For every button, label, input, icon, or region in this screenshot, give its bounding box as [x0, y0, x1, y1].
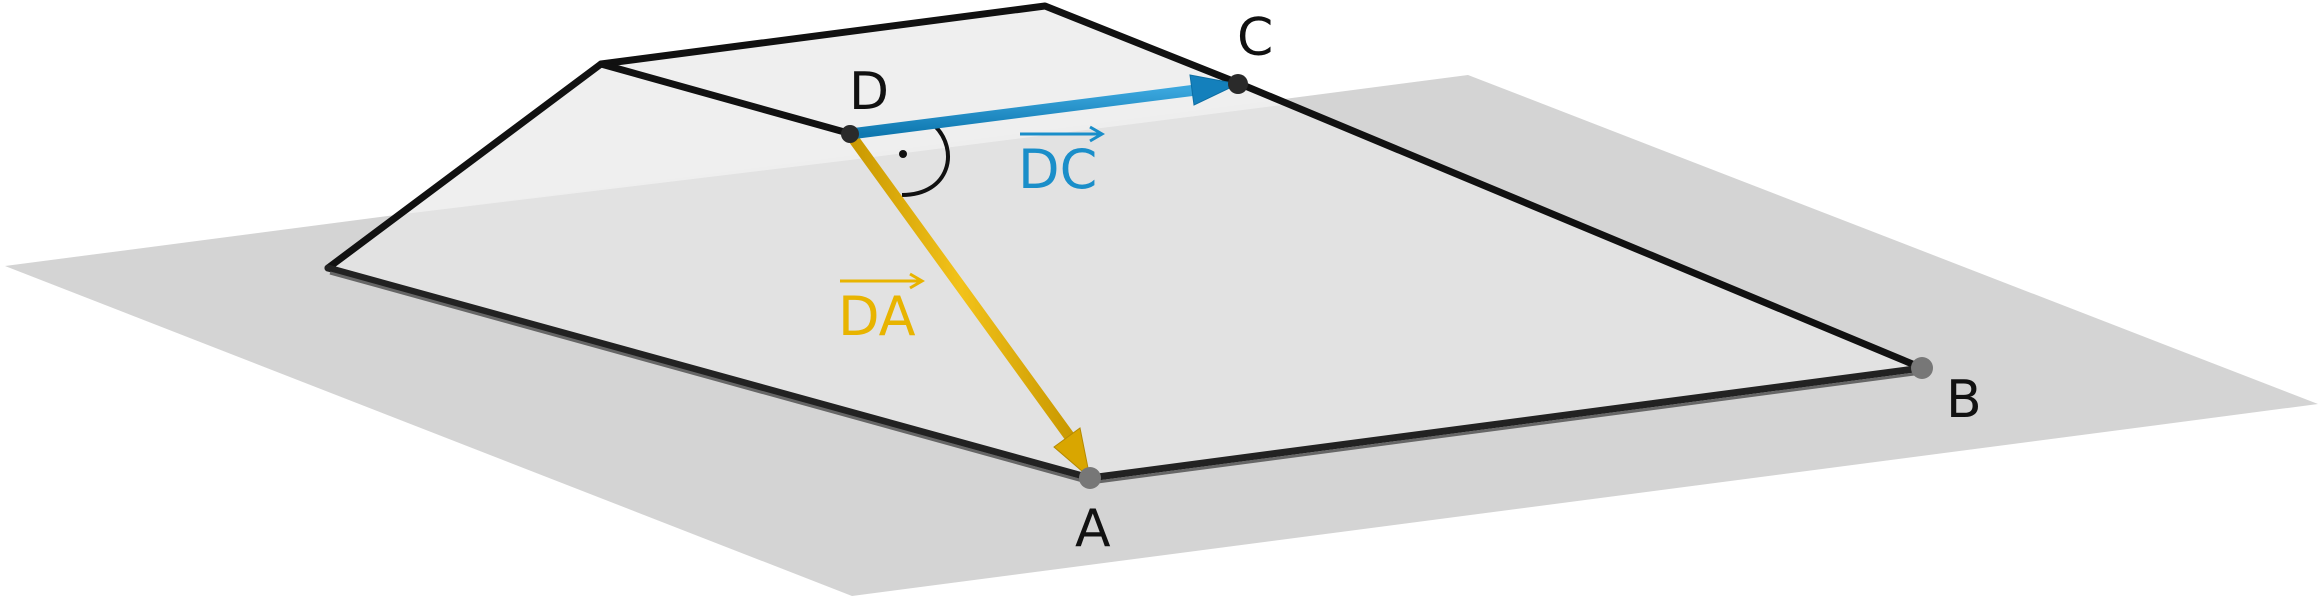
edge-shadow: [329, 271, 1923, 485]
edge-CB: [1234, 79, 1926, 372]
vector-DC: [844, 74, 1240, 140]
point-B: [1911, 357, 1933, 379]
right-angle-dot: [899, 150, 907, 158]
vector-label-DA: DA: [838, 272, 925, 348]
label-C: C: [1237, 8, 1273, 68]
edge-A-left: [324, 264, 1094, 482]
point-A: [1079, 467, 1101, 489]
vector-DA: [844, 128, 1091, 480]
edge-D-inner: [597, 60, 852, 137]
point-D: [841, 125, 859, 143]
vector-label-DC: DC: [1018, 125, 1105, 201]
label-B: B: [1946, 370, 1982, 430]
vector-DA-arrowhead: [1053, 427, 1091, 480]
edge-left-top: [324, 2, 1242, 272]
point-C: [1228, 74, 1248, 94]
vector-label-DA-text: DA: [838, 285, 916, 348]
label-A: A: [1075, 499, 1111, 559]
edge-BA: [1086, 364, 1926, 482]
right-angle-arc: [901, 123, 950, 197]
face-upper-region: [404, 6, 1290, 214]
vector-DC-arrowhead: [1189, 74, 1240, 106]
label-D: D: [849, 62, 889, 122]
vector-label-DC-text: DC: [1018, 138, 1097, 201]
points: [841, 74, 1933, 489]
quadrilateral-edges: [324, 2, 1926, 482]
